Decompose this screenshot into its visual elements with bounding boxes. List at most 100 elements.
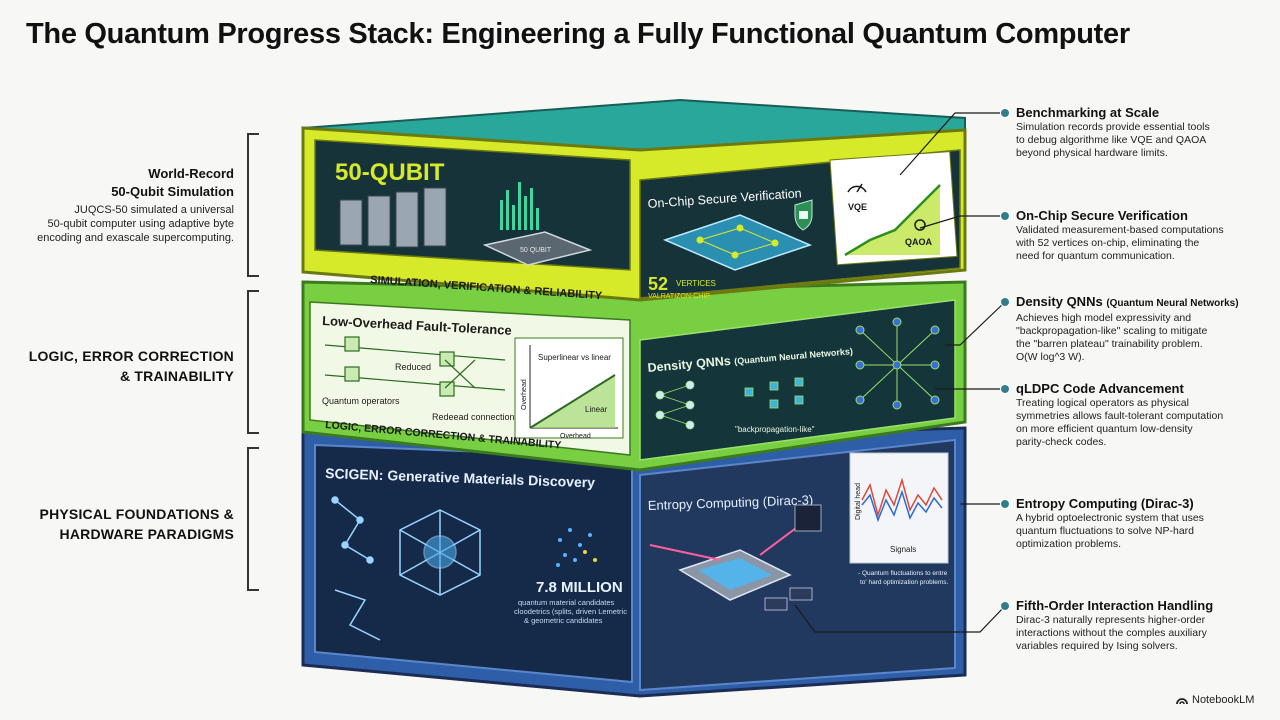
annotation-entropy-line-1: A hybrid optoelectronic system that uses xyxy=(1016,512,1204,524)
gear-icon xyxy=(914,219,926,231)
left-top-heading-1: World-Record xyxy=(148,166,234,181)
annotation-qldpc: qLDPC Code Advancement Treating logical … xyxy=(1016,380,1256,449)
vertices-sub: VALRATIZON-CHIP xyxy=(648,293,710,300)
million-sub-3: & geometric candidates xyxy=(524,616,603,625)
entropy-title: Entropy Computing (Dirac-3) xyxy=(648,492,814,513)
bar-visual-icon xyxy=(500,182,539,230)
candidate-scatter-icon xyxy=(556,528,597,567)
left-bottom-line-1: PHYSICAL FOUNDATIONS & xyxy=(39,506,234,522)
connector-qnn xyxy=(945,301,1006,346)
qubit-label: 50-QUBIT xyxy=(335,159,445,186)
signals-label: Signals xyxy=(890,545,916,554)
overhead-y-label: Overhead xyxy=(521,379,528,410)
left-bracket-top xyxy=(247,133,259,277)
qldpc-lattice-icon xyxy=(855,317,940,410)
connector-verification xyxy=(919,215,1005,229)
left-bottom-line-2: HARDWARE PARADIGMS xyxy=(59,526,234,542)
redundant-label: Redeead connections xyxy=(432,412,520,422)
digital-head-label: Digital head xyxy=(855,483,862,520)
left-top-heading-2: 50-Qubit Simulation xyxy=(111,184,234,199)
vertices-word: VERTICES xyxy=(676,279,716,288)
left-bracket-bottom xyxy=(247,447,259,591)
annotation-qldpc-line-2: symmetries allows fault-tolerant computa… xyxy=(1016,410,1224,422)
vertices-number: 52 xyxy=(648,274,668,294)
lock-shield-icon xyxy=(794,199,813,231)
middle-layer: Low-Overhead Fault-Tolerance Reduced Qua… xyxy=(301,280,967,472)
linear-label: Linear xyxy=(585,405,608,414)
annotation-fifth-order: Fifth-Order Interaction Handling Dirac-3… xyxy=(1016,597,1256,653)
neural-network-icon xyxy=(655,377,804,430)
million-sub-2: cloodetrics (splits, driven Lemetric xyxy=(514,607,627,616)
benchmark-line xyxy=(844,184,941,257)
backprop-label: "backpropagation-like" xyxy=(735,425,815,434)
entropy-caption-2: to' hard optimization problems. xyxy=(860,579,949,586)
qubit-chip-icon xyxy=(482,231,593,266)
annotation-density-qnns-line-4: O(W log^3 W). xyxy=(1016,351,1085,363)
signal-line-red xyxy=(861,477,943,518)
materials-lattice-icon xyxy=(331,496,481,641)
annotation-density-qnns-sub: (Quantum Neural Networks) xyxy=(1106,298,1239,309)
signal-line-blue xyxy=(861,489,943,523)
annotation-verification-line-3: need for quantum communication. xyxy=(1016,250,1175,262)
left-middle-line-2: & TRAINABILITY xyxy=(119,368,234,384)
vqe-label: VQE xyxy=(848,202,867,212)
annotation-density-qnns-line-1: Achieves high model expressivity and xyxy=(1016,312,1192,324)
annotation-density-qnns: Density QNNs (Quantum Neural Networks) A… xyxy=(1016,293,1256,364)
signal-chart-panel xyxy=(849,452,949,564)
overhead-x-label: Overhead xyxy=(560,433,591,440)
annotation-verification-line-1: Validated measurement-based computations xyxy=(1016,224,1224,236)
annotation-density-qnns-line-3: the "barren plateau" trainability proble… xyxy=(1016,338,1203,350)
annotation-entropy-heading: Entropy Computing (Dirac-3) xyxy=(1016,496,1194,511)
annotation-verification-line-2: with 52 vertices on-chip, eliminating th… xyxy=(1016,237,1200,249)
annotation-density-qnns-line-2: "backpropagation-like" scaling to mitiga… xyxy=(1016,325,1208,337)
annotation-benchmarking-line-2: to debug algorithme like VQE and QAOA xyxy=(1016,134,1207,146)
annotation-density-qnns-title: Density QNNs xyxy=(1016,294,1103,309)
annotation-fifth-order-line-3: variables required by Ising solvers. xyxy=(1016,640,1178,652)
left-label-middle: LOGIC, ERROR CORRECTION & TRAINABILITY xyxy=(4,346,234,386)
notebooklm-logo-icon xyxy=(1176,698,1188,705)
connector-fifth-order xyxy=(794,604,1006,633)
chip-label: 50 QUBIT xyxy=(520,247,552,254)
million-count: 7.8 MILLION xyxy=(536,579,623,596)
million-sub-1: quantum material candidates xyxy=(518,598,615,607)
annotation-qldpc-line-1: Treating logical operators as physical xyxy=(1016,397,1189,409)
annotation-verification-heading: On-Chip Secure Verification xyxy=(1016,208,1188,223)
annotation-entropy: Entropy Computing (Dirac-3) A hybrid opt… xyxy=(1016,495,1256,551)
notebooklm-brand: NotebookLM xyxy=(1176,694,1254,706)
brand-label: NotebookLM xyxy=(1192,694,1255,706)
linear-line xyxy=(529,374,616,429)
gauge-icon xyxy=(847,183,867,193)
annotation-benchmarking-line-3: beyond physical hardware limits. xyxy=(1016,147,1168,159)
annotation-density-qnns-heading: Density QNNs (Quantum Neural Networks) xyxy=(1016,293,1256,312)
top-layer: 50-QUBIT 50 QUBIT SIMULATION, VERIFICATI… xyxy=(301,98,967,302)
annotation-fifth-order-line-1: Dirac-3 naturally represents higher-orde… xyxy=(1016,614,1206,626)
connector-benchmark xyxy=(899,112,1005,176)
qaoa-label: QAOA xyxy=(905,237,933,247)
verification-chip-icon xyxy=(662,214,813,271)
annotation-qldpc-line-3: on more efficient quantum low-density xyxy=(1016,423,1193,435)
left-label-top: World-Record 50-Qubit Simulation JUQCS-5… xyxy=(4,165,234,245)
annotation-benchmarking-line-1: Simulation records provide essential too… xyxy=(1016,121,1210,133)
circuit-icon xyxy=(324,336,506,397)
annotation-qldpc-heading: qLDPC Code Advancement xyxy=(1016,381,1184,396)
connector-lines xyxy=(794,112,1006,633)
annotation-benchmarking: Benchmarking at Scale Simulation records… xyxy=(1016,104,1256,160)
annotation-benchmarking-heading: Benchmarking at Scale xyxy=(1016,105,1160,120)
annotation-verification: On-Chip Secure Verification Validated me… xyxy=(1016,207,1256,263)
dirac-chip-icon xyxy=(649,504,822,611)
annotation-fifth-order-line-2: interactions without the comples auxilia… xyxy=(1016,627,1207,639)
annotation-qldpc-line-4: parity-check codes. xyxy=(1016,436,1107,448)
left-bracket-middle xyxy=(247,290,259,434)
benchmark-area xyxy=(845,185,940,255)
annotation-entropy-line-3: optimization problems. xyxy=(1016,538,1122,550)
superlinear-label: Superlinear vs linear xyxy=(538,353,611,362)
annotation-fifth-order-heading: Fifth-Order Interaction Handling xyxy=(1016,598,1214,613)
left-middle-line-1: LOGIC, ERROR CORRECTION xyxy=(28,348,234,364)
left-label-bottom: PHYSICAL FOUNDATIONS & HARDWARE PARADIGM… xyxy=(4,504,234,544)
quantum-operators-label: Quantum operators xyxy=(322,396,400,406)
left-top-text-2: 50-qubit computer using adaptive byte xyxy=(47,218,234,230)
connector-dots xyxy=(1000,108,1010,611)
server-rack-icon xyxy=(339,187,447,248)
reduced-label: Reduced xyxy=(395,362,431,372)
